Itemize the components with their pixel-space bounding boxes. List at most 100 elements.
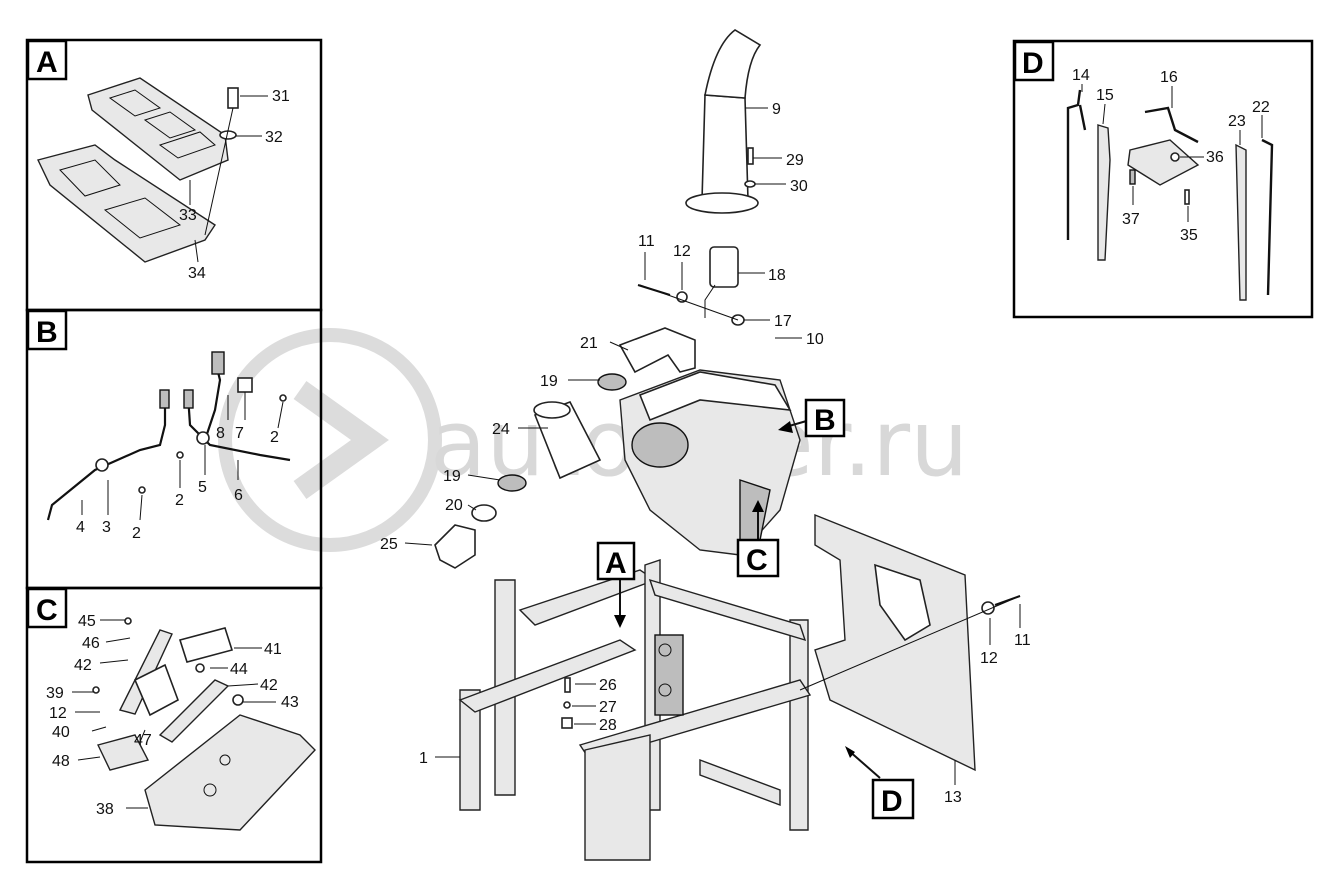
callout-42: 42 — [74, 657, 92, 674]
detail-d-leaders — [1081, 84, 1263, 222]
callout-35: 35 — [1180, 227, 1198, 244]
clamp-41-icon — [178, 627, 234, 663]
screw-39-icon — [92, 686, 100, 694]
callout-16: 16 — [1160, 69, 1178, 86]
bolt-axis — [639, 284, 739, 321]
support-plate — [584, 734, 651, 861]
watermark-logo-ring — [218, 328, 442, 552]
washer-30-icon — [744, 180, 756, 188]
mounting-plate-38 — [144, 714, 316, 831]
callout-30: 30 — [790, 178, 808, 195]
bracket-47 — [133, 663, 179, 717]
detail-view-b: B 8 7 2 2 5 6 4 3 2 — [25, 308, 323, 590]
turbo-housing — [631, 422, 689, 468]
bracket-hole — [658, 643, 672, 657]
callout-48: 48 — [52, 753, 70, 770]
main-leaders — [404, 107, 1021, 785]
callout-37: 37 — [1122, 211, 1140, 228]
clamp-19-lower-icon — [497, 474, 527, 492]
screw-2-icon — [279, 394, 287, 402]
callout-19: 19 — [443, 468, 461, 485]
callout-12: 12 — [673, 243, 691, 260]
engine-top-cover — [638, 371, 792, 422]
callout-15: 15 — [1096, 87, 1114, 104]
mounting-bracket-plate — [654, 634, 684, 716]
seal-strip-14-icon — [1066, 89, 1087, 240]
detail-view-a: A 31 32 33 34 — [25, 38, 323, 312]
bracket-48 — [97, 734, 150, 771]
callout-34: 34 — [188, 265, 206, 282]
clamp-5-icon — [196, 431, 210, 445]
detail-view-d-letter: D — [1022, 47, 1044, 80]
bolt-29-icon — [747, 147, 754, 165]
detail-view-d: D 14 15 16 22 23 36 37 35 — [1012, 39, 1314, 319]
detail-a-leaders — [189, 95, 268, 263]
seal-strip-22-icon — [1261, 138, 1274, 296]
screw-35-icon — [1184, 189, 1190, 205]
view-tag-a-box — [596, 541, 636, 581]
side-panel-13 — [814, 513, 976, 772]
bolt-26-icon — [564, 677, 571, 693]
detail-view-d-label-box — [1013, 40, 1055, 82]
callout-1: 1 — [419, 750, 428, 767]
callout-40: 40 — [52, 724, 70, 741]
callout-31: 31 — [272, 88, 290, 105]
detail-view-c-frame — [25, 586, 323, 864]
detail-view-c-label-box — [26, 587, 68, 629]
callout-43: 43 — [281, 694, 299, 711]
pipe-18 — [709, 246, 739, 288]
detail-b-leaders — [81, 392, 284, 521]
callout-47: 47 — [134, 732, 152, 749]
callout-38: 38 — [96, 801, 114, 818]
callout-12: 12 — [980, 650, 998, 667]
fuel-pipe-6-icon — [186, 394, 291, 462]
callout-11: 11 — [1014, 632, 1031, 649]
callout-22: 22 — [1252, 99, 1270, 116]
callout-4: 4 — [76, 519, 85, 536]
fitting-top-icon — [211, 351, 225, 375]
bracket-hole — [658, 683, 672, 697]
watermark: autopiter.ru — [218, 328, 968, 552]
exhaust-flange — [685, 192, 759, 214]
panel-strip-23 — [1235, 143, 1247, 301]
callout-23: 23 — [1228, 113, 1246, 130]
callout-29: 29 — [786, 152, 804, 169]
cap-25 — [434, 524, 476, 569]
callout-25: 25 — [380, 536, 398, 553]
callout-46: 46 — [82, 635, 100, 652]
callout-19: 19 — [540, 373, 558, 390]
callout-41: 41 — [264, 641, 282, 658]
view-tag-b-letter: B — [814, 404, 836, 437]
frame-mid-beam — [458, 639, 637, 713]
callout-32: 32 — [265, 129, 283, 146]
nut-28-icon — [561, 717, 573, 729]
engine-side-unit — [739, 479, 771, 546]
callout-33: 33 — [179, 207, 197, 224]
callout-2: 2 — [132, 525, 141, 542]
clamp-7-icon — [237, 377, 253, 393]
callout-10: 10 — [806, 331, 824, 348]
pipe-18-bend — [704, 284, 716, 318]
exhaust-pipe-9-bend — [704, 29, 762, 99]
exhaust-pipe-9 — [701, 94, 749, 201]
arrow-a-head-icon — [614, 615, 626, 628]
callout-24: 24 — [492, 421, 510, 438]
detail-view-b-letter: B — [36, 316, 58, 349]
ring-20-icon — [471, 504, 497, 522]
callout-2: 2 — [175, 492, 184, 509]
side-panel-cutout — [874, 563, 931, 642]
detail-view-d-frame — [1012, 39, 1314, 319]
view-tags: A B C D — [596, 398, 915, 820]
bolt-37-icon — [1129, 169, 1136, 185]
view-tag-c-box — [736, 538, 780, 578]
lower-plate-cutouts — [59, 159, 182, 239]
callout-5: 5 — [198, 479, 207, 496]
callout-44: 44 — [230, 661, 248, 678]
callout-14: 14 — [1072, 67, 1090, 84]
plate-hole — [203, 783, 217, 797]
callout-8: 8 — [216, 425, 225, 442]
view-tag-b-box — [804, 398, 846, 438]
view-tag-d-letter: D — [881, 785, 903, 818]
view-tag-d-box — [871, 778, 915, 820]
callout-6: 6 — [234, 487, 243, 504]
